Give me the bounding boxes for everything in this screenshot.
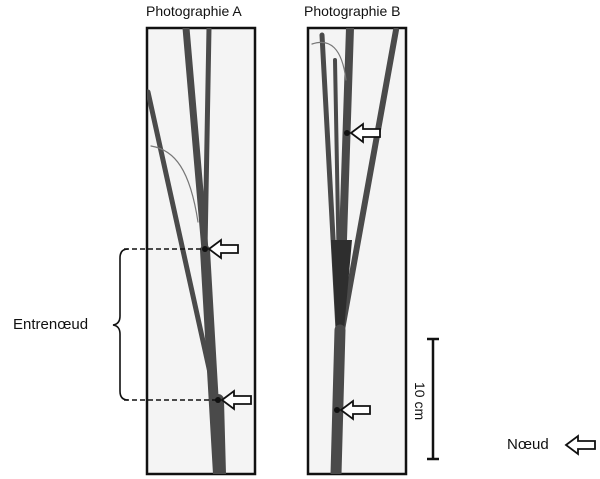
scale-bar <box>427 337 439 461</box>
internode-bracket <box>112 248 216 401</box>
photo-b-title: Photographie B <box>304 3 401 19</box>
hollow-arrow-left-icon <box>564 434 596 456</box>
photo-b <box>306 26 408 476</box>
photo-a <box>145 26 257 476</box>
node-b-upper <box>344 130 350 136</box>
node-a-lower <box>215 397 221 403</box>
node-arrow-b-lower <box>339 399 371 421</box>
internode-label: Entrenœud <box>13 316 89 333</box>
node-a-upper <box>202 246 208 252</box>
node-arrow-a-lower <box>220 389 252 411</box>
photo-a-stems <box>147 28 226 474</box>
legend-node-label: Nœud <box>507 436 549 453</box>
node-b-lower <box>334 407 340 413</box>
photo-b-stems <box>311 28 399 474</box>
node-arrow-a-upper <box>207 238 239 260</box>
node-arrow-b-upper <box>349 122 381 144</box>
photo-a-title: Photographie A <box>146 3 242 19</box>
